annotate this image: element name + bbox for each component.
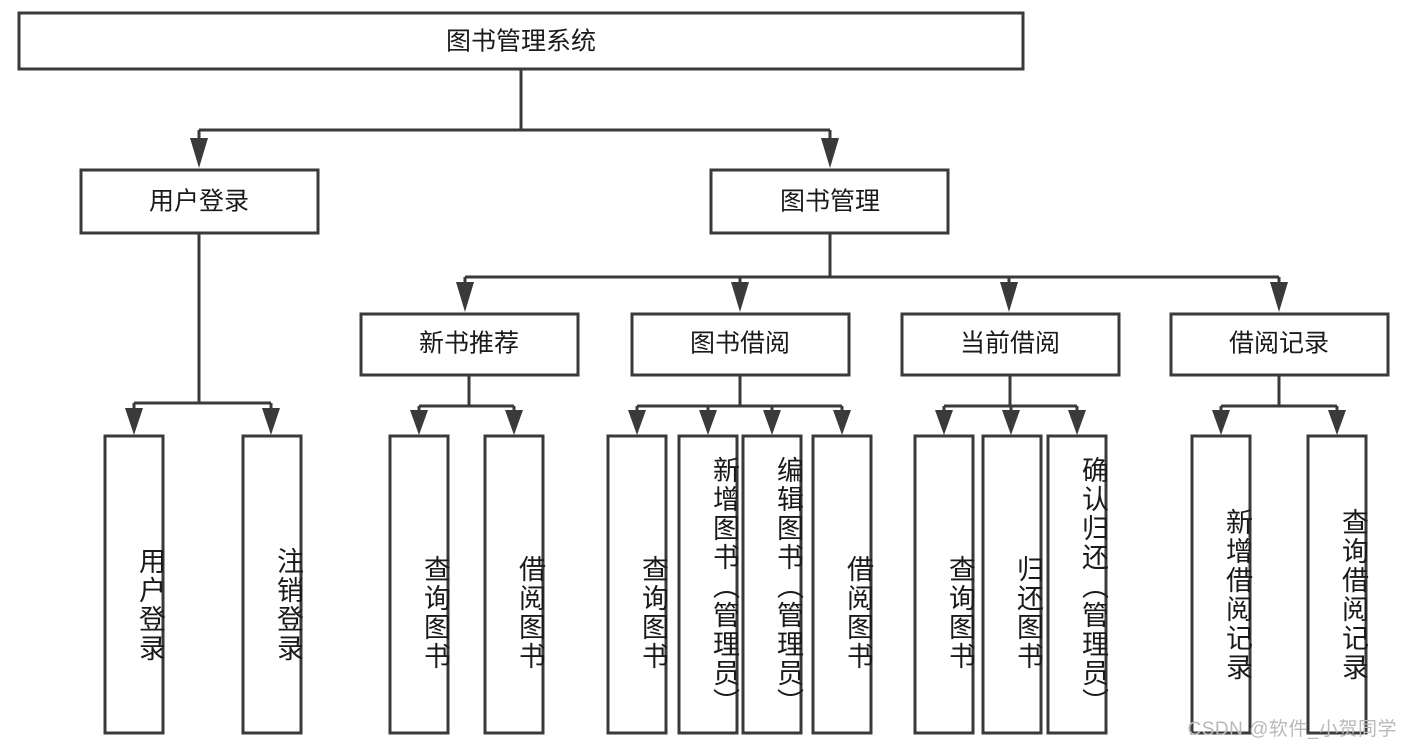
arrow-head-icon [262,408,280,435]
node-book-borrow-label: 图书借阅 [690,330,790,358]
arrow-head-icon [190,138,208,168]
arrow-head-icon [935,410,953,435]
node-leaf-edit-book-box[interactable] [741,434,803,735]
node-root-label: 图书管理系统 [446,28,596,56]
node-leaf-query-book-3-box[interactable] [913,434,975,735]
node-book-borrow[interactable]: 图书借阅 [630,312,851,377]
node-user-login-box[interactable] [79,168,320,235]
arrow-head-icon [1328,410,1346,435]
edge-borrow-record-to-leaves [1212,375,1346,435]
arrow-head-icon [731,282,749,312]
node-leaf-user-login-box[interactable] [103,434,165,735]
csdn-watermark: CSDN @软件_小贺同学 [1187,719,1397,740]
node-leaf-return-book-box[interactable] [981,434,1043,735]
edge-book-borrow-to-leaves [628,375,851,435]
arrow-head-icon [1068,410,1086,435]
arrow-head-icon [1002,410,1020,435]
arrow-head-icon [1270,282,1288,312]
node-leaf-add-book-box[interactable] [677,434,739,735]
edge-new-book-rec-to-leaves [410,375,523,435]
arrow-head-icon [456,282,474,312]
node-leaf-confirm-return-box[interactable] [1046,434,1108,735]
node-leaf-query-book-2-box[interactable] [606,434,668,735]
arrow-head-icon [821,138,839,168]
arrow-head-icon [125,408,143,435]
node-borrow-record-label: 借阅记录 [1229,330,1329,358]
arrow-head-icon [833,410,851,435]
edge-user-login-to-leaves [125,233,280,435]
node-current-borrow-box[interactable] [900,312,1121,377]
node-current-borrow[interactable]: 当前借阅 [900,312,1121,377]
edge-current-borrow-to-leaves [935,375,1086,435]
node-new-book-rec[interactable]: 新书推荐 [359,312,580,377]
node-new-book-rec-label: 新书推荐 [419,330,519,358]
arrow-head-icon [410,410,428,435]
node-leaf-logout-login-box[interactable] [241,434,303,735]
node-leaf-query-record-box[interactable] [1306,434,1368,735]
node-leaf-query-book-1-box[interactable] [388,434,450,735]
node-new-book-rec-box[interactable] [359,312,580,377]
node-book-manage-label: 图书管理 [780,188,880,216]
node-leaf-add-record-box[interactable] [1190,434,1252,735]
arrow-head-icon [763,410,781,435]
arrow-head-icon [1000,282,1018,312]
node-root[interactable]: 图书管理系统 [17,11,1025,71]
arrow-head-icon [628,410,646,435]
node-borrow-record[interactable]: 借阅记录 [1169,312,1390,377]
arrow-head-icon [1212,410,1230,435]
node-user-login[interactable]: 用户登录 [79,168,320,235]
node-user-login-label: 用户登录 [149,188,249,216]
edge-book-manage-to-level3 [456,233,1288,312]
edge-root-to-level2 [190,69,839,168]
node-leaf-borrow-book-2-box[interactable] [811,434,873,735]
node-book-manage[interactable]: 图书管理 [709,168,950,235]
node-leaf-borrow-book-1-box[interactable] [483,434,545,735]
arrow-head-icon [505,410,523,435]
arrow-head-icon [699,410,717,435]
node-current-borrow-label: 当前借阅 [960,330,1060,358]
node-root-box[interactable] [17,11,1025,71]
